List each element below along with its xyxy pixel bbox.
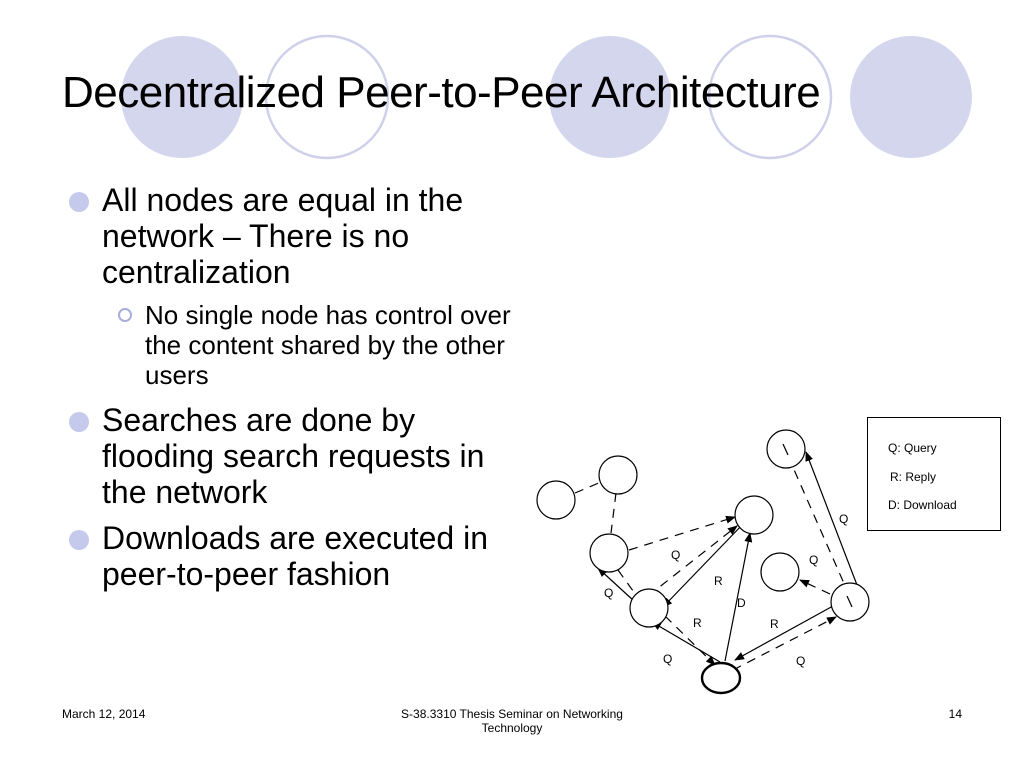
decorative-circles (121, 34, 972, 160)
query-edge (799, 579, 831, 595)
deco-ring (264, 34, 390, 160)
deco-circle (850, 36, 972, 158)
edge-label: R (770, 617, 779, 631)
diagram-legend: Q: Query R: Reply D: Download (867, 417, 1001, 531)
sub-bullet-text: No single node has control over the cont… (145, 300, 511, 390)
deco-circle (121, 36, 243, 158)
bullet-dot (69, 192, 89, 212)
query-edge (787, 455, 847, 589)
sub-bullet-item: No single node has control over the cont… (62, 300, 532, 390)
footer-course-line2: Technology (481, 721, 543, 735)
bullet-text: Searches are done by flooding search req… (102, 402, 485, 510)
edge-label: Q (809, 553, 818, 567)
peer-node (536, 480, 576, 520)
reply-edge (651, 621, 721, 663)
requesting-peer-node (700, 661, 742, 695)
deco-circle (549, 36, 671, 158)
query-edge (628, 515, 736, 551)
peer-node (629, 588, 669, 628)
bullet-item: All nodes are equal in the network – The… (62, 182, 532, 290)
bullet-dot (69, 412, 89, 432)
slide-title: Decentralized Peer-to-Peer Architecture (62, 68, 821, 117)
query-edge (617, 569, 637, 596)
reply-edge (662, 522, 745, 608)
query-edge (664, 615, 716, 666)
legend-query: Q: Query (888, 441, 937, 455)
edge-label: Q (663, 652, 672, 666)
bullet-list: All nodes are equal in the network – The… (62, 182, 532, 602)
footer-course: S-38.3310 Thesis Seminar on Networking T… (362, 707, 662, 735)
bullet-text: Downloads are executed in peer-to-peer f… (102, 520, 489, 592)
peer-link (610, 492, 617, 534)
legend-download: D: Download (888, 498, 957, 512)
edge-label: Q (839, 512, 848, 526)
peer-link (574, 481, 602, 494)
footer-date: March 12, 2014 (62, 707, 146, 721)
reply-edge (734, 605, 834, 661)
reply-edge (597, 567, 635, 602)
legend-reply: R: Reply (890, 470, 937, 484)
peer-node (766, 429, 806, 469)
peer-node (598, 455, 638, 495)
download-edge (724, 532, 753, 662)
edge-label: R (714, 574, 723, 588)
peer-node (760, 552, 800, 592)
edge-label: Q (671, 548, 680, 562)
peer-node (734, 495, 774, 535)
edge-label: D (737, 596, 746, 610)
edge-label: R (693, 616, 702, 630)
page-number: 14 (948, 707, 962, 721)
reply-edge (805, 451, 858, 586)
bullet-item: Downloads are executed in peer-to-peer f… (62, 520, 532, 592)
edge-label: Q (604, 586, 613, 600)
bullet-text: All nodes are equal in the network – The… (102, 182, 464, 290)
deco-ring (707, 34, 833, 160)
query-edge (732, 616, 837, 671)
bullet-dot (69, 530, 89, 550)
query-edge (647, 525, 738, 597)
bullet-item: Searches are done by flooding search req… (62, 402, 532, 510)
edge-label: Q (796, 654, 805, 668)
peer-node (589, 533, 629, 573)
footer-course-line1: S-38.3310 Thesis Seminar on Networking (401, 707, 623, 721)
sub-bullet-ring (118, 308, 132, 322)
